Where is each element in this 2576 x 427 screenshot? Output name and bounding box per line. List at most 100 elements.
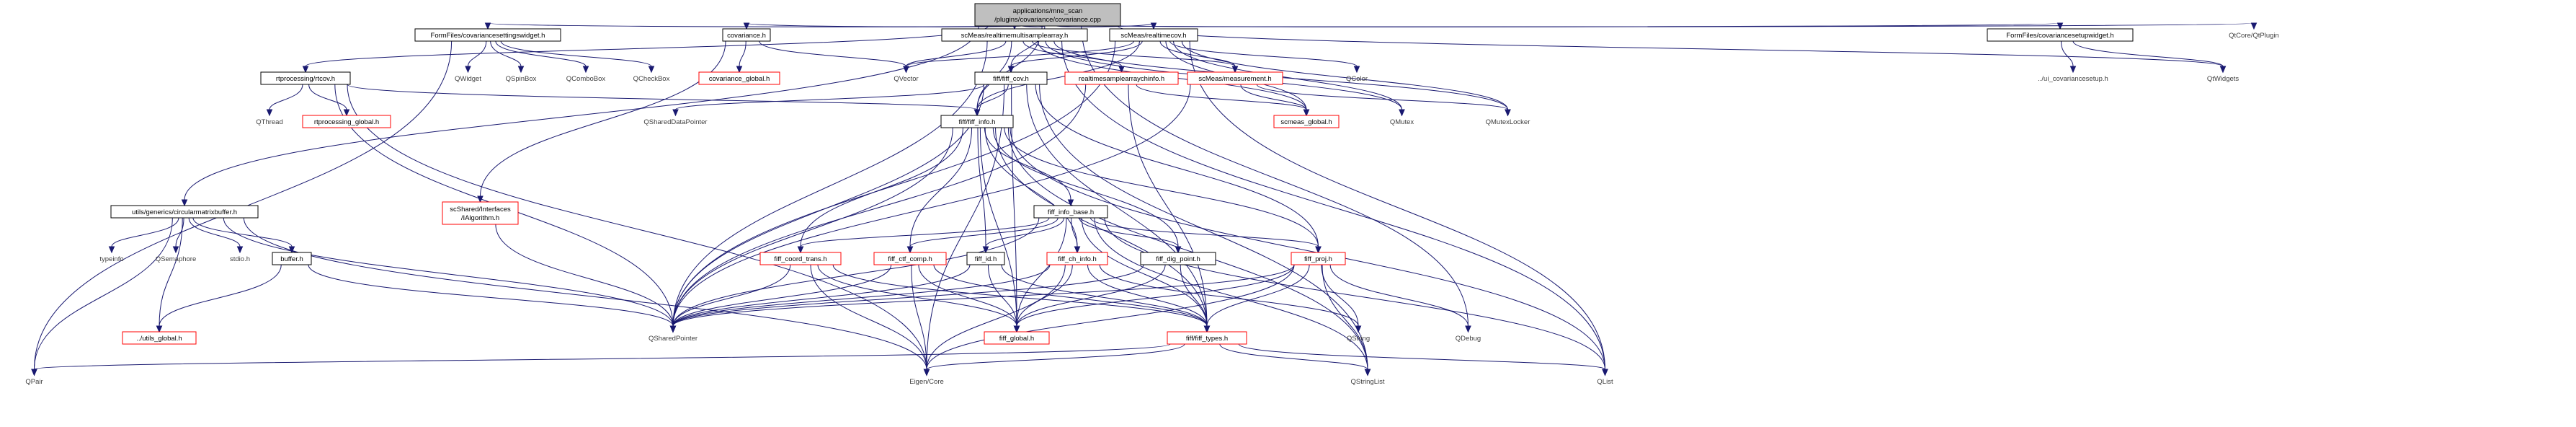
edge-arrowhead (1118, 66, 1125, 74)
node-label: scShared/Interfaces (450, 206, 511, 214)
edge-line (1087, 264, 1208, 327)
node-ialgorithm[interactable]: scShared/Interfaces/IAlgorithm.h (442, 201, 519, 225)
edge-coordtrans-to-eigencore (810, 264, 930, 377)
edge-fiffproj-to-eigencore (923, 264, 1295, 377)
node-fiffinfobase[interactable]: fiff_info_base.h (1033, 205, 1108, 219)
edge-line (672, 264, 791, 327)
edge-line (926, 84, 1005, 370)
edge-line (759, 40, 906, 67)
node-formsetup[interactable]: FormFiles/covariancesetupwidget.h (1987, 28, 2134, 42)
node-fiffglobal[interactable]: fiff_global.h (984, 331, 1050, 345)
edge-coordtrans-to-fifftypes (832, 264, 1211, 333)
edge-fifftypes-to-eigencore (923, 343, 1185, 377)
edge-root-to-rtproc (302, 25, 989, 74)
node-fiffinfo[interactable]: fiff/fiff_info.h (940, 115, 1014, 128)
edge-fiffcov-to-qsharedpointer (669, 84, 984, 333)
node-label: fiff/fiff_info.h (959, 118, 996, 126)
node-box (940, 115, 1014, 128)
node-box (974, 71, 1048, 85)
node-coordtrans[interactable]: fiff_coord_trans.h (759, 252, 842, 265)
node-rtcov[interactable]: scMeas/realtimecov.h (1109, 28, 1198, 42)
node-rtsaci[interactable]: realtimesamplearraychinfo.h (1064, 71, 1179, 85)
edge-fiffinfobase-to-fifftypes (1081, 217, 1211, 333)
edge-line (1016, 264, 1166, 327)
edge-line (906, 40, 1135, 67)
node-root[interactable]: applications/mne_scan/plugins/covariance… (974, 3, 1121, 27)
node-covglobal[interactable]: covariance_global.h (698, 71, 780, 85)
node-utilsglobal[interactable]: ../utils_global.h (122, 331, 197, 345)
node-formcov[interactable]: FormFiles/covariancesettingswidget.h (414, 28, 561, 42)
node-digpoint[interactable]: fiff_dig_point.h (1140, 252, 1216, 265)
node-fiffid[interactable]: fiff_id.h (966, 252, 1005, 265)
node-label: QPair (25, 378, 43, 386)
edge-arrowhead (108, 246, 115, 254)
edge-fiffproj-to-qdebug (1329, 264, 1471, 333)
edge-arrowhead (903, 66, 909, 74)
node-scmeasglobal[interactable]: scmeas_global.h (1273, 115, 1340, 128)
edge-line (926, 343, 1185, 370)
node-label: fiff/fiff_cov.h (993, 75, 1029, 83)
edge-line (175, 217, 184, 247)
edge-ialgorithm-to-qsharedpointer (495, 224, 677, 333)
edge-circbuf-to-utilsglobal (156, 217, 183, 333)
edge-line (1089, 217, 1319, 247)
edge-line (1079, 217, 1179, 247)
edge-chinfo-to-qsharedpointer (669, 264, 1051, 333)
node-ctfcomp[interactable]: fiff_ctf_comp.h (873, 252, 947, 265)
edge-ctfcomp-to-eigencore (911, 264, 930, 377)
edge-line (976, 40, 1140, 110)
edge-arrowhead (302, 66, 309, 74)
node-rtprocglobal[interactable]: rtprocessing_global.h (302, 115, 391, 128)
node-box (1187, 71, 1283, 85)
edge-arrowhead (236, 246, 244, 254)
edge-fifftypes-to-qstringlist (1219, 343, 1371, 377)
node-box (1291, 252, 1346, 265)
node-label: applications/mne_scan (1013, 7, 1083, 15)
edge-arrowhead (982, 246, 989, 254)
node-fiffcov[interactable]: fiff/fiff_cov.h (974, 71, 1048, 85)
edge-rtcov-to-qmutex (1173, 40, 1405, 117)
node-circbuf[interactable]: utils/generics/circularmatrixbuffer.h (110, 205, 259, 219)
node-bufferh[interactable]: buffer.h (272, 252, 312, 265)
node-rtproc[interactable]: rtprocessing/rtcov.h (260, 71, 351, 85)
node-multisample[interactable]: scMeas/realtimemultisamplearray.h (941, 28, 1088, 42)
node-box (414, 28, 561, 42)
edge-formsetup-to-qtwidgets (2072, 40, 2227, 74)
edge-line (984, 127, 1071, 201)
edge-arrowhead (648, 66, 655, 74)
edge-fiffinfobase-to-digpoint (1079, 217, 1182, 254)
edge-line (909, 127, 973, 247)
node-box (873, 252, 947, 265)
edge-arrowhead (266, 109, 273, 117)
edge-line (985, 217, 1065, 247)
node-measurement[interactable]: scMeas/measurement.h (1187, 71, 1283, 85)
edge-line (34, 343, 1171, 370)
edge-line (832, 264, 1208, 327)
node-fifftypes[interactable]: fiff/fiff_types.h (1167, 331, 1247, 345)
node-label: QSemaphore (156, 255, 197, 263)
edge-line (1016, 264, 1295, 327)
edge-line (1169, 40, 1358, 67)
edge-line (672, 264, 971, 327)
edge-line (2060, 40, 2074, 67)
edge-line (817, 264, 1017, 327)
edge-line (468, 40, 487, 67)
node-fiffproj[interactable]: fiff_proj.h (1291, 252, 1346, 265)
edge-arrowhead (31, 369, 37, 377)
edge-fiffproj-to-qstring (1321, 264, 1362, 333)
node-qtplugin: QtCore/QtPlugin (2229, 32, 2279, 40)
edge-circbuf-to-qsemaphore (172, 217, 184, 254)
edge-line (500, 40, 652, 67)
edge-line (1035, 84, 1319, 247)
node-covh[interactable]: covariance.h (722, 28, 771, 42)
edge-multisample-to-measurement (1031, 40, 1239, 74)
edge-line (188, 217, 241, 247)
node-label: fiff_ctf_comp.h (888, 255, 932, 263)
node-label: scMeas/realtimemultisamplearray.h (961, 32, 1069, 40)
edge-line (1010, 40, 1143, 67)
graph-nodes: applications/mne_scan/plugins/covariance… (25, 3, 2279, 386)
node-chinfo[interactable]: fiff_ch_info.h (1046, 252, 1108, 265)
edge-line (800, 127, 963, 247)
node-box (1046, 252, 1108, 265)
node-label: covariance.h (727, 32, 766, 40)
